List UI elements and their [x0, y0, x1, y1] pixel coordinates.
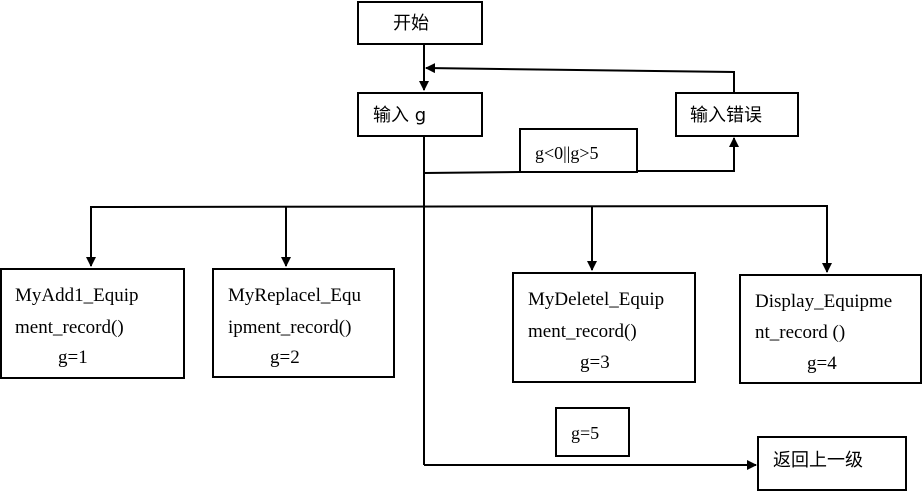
g5-label: g=5 — [571, 423, 600, 443]
arrow-invalid-to-error — [423, 171, 521, 174]
condition-box: g<0||g>5 — [519, 128, 638, 173]
g5-box: g=5 — [555, 407, 630, 457]
display-line-3: g=4 — [807, 353, 837, 374]
display-box: Display_Equipme nt_record () g=4 — [739, 274, 922, 384]
delete-line-2: ment_record() — [528, 321, 637, 342]
replace-line-2: ipment_record() — [228, 317, 352, 338]
replace-box: MyReplacel_Equ ipment_record() g=2 — [212, 268, 395, 378]
add-box: MyAdd1_Equip ment_record() g=1 — [0, 268, 185, 379]
input-label: 输入 g — [373, 105, 427, 126]
error-box: 输入错误 — [675, 92, 799, 137]
add-line-3: g=1 — [58, 347, 88, 368]
arrow-error-to-input — [425, 63, 735, 92]
replace-line-1: MyReplacel_Equ — [228, 285, 361, 306]
branch-bar — [89, 205, 829, 208]
back-box: 返回上一级 — [757, 436, 907, 491]
delete-line-3: g=3 — [580, 352, 610, 373]
arrow-invalid-to-error-2 — [637, 137, 739, 172]
start-box: 开始 — [357, 1, 483, 45]
error-label: 输入错误 — [690, 105, 762, 126]
replace-line-3: g=2 — [270, 347, 300, 368]
start-label: 开始 — [393, 13, 429, 34]
condition-label: g<0||g>5 — [535, 143, 599, 163]
input-box: 输入 g — [357, 92, 483, 137]
back-label: 返回上一级 — [773, 450, 863, 471]
add-line-1: MyAdd1_Equip — [15, 285, 139, 306]
display-line-2: nt_record () — [755, 322, 846, 343]
display-line-1: Display_Equipme — [755, 291, 893, 312]
delete-box: MyDeletel_Equip ment_record() g=3 — [512, 272, 696, 383]
delete-line-1: MyDeletel_Equip — [528, 289, 665, 310]
add-line-2: ment_record() — [15, 317, 124, 338]
